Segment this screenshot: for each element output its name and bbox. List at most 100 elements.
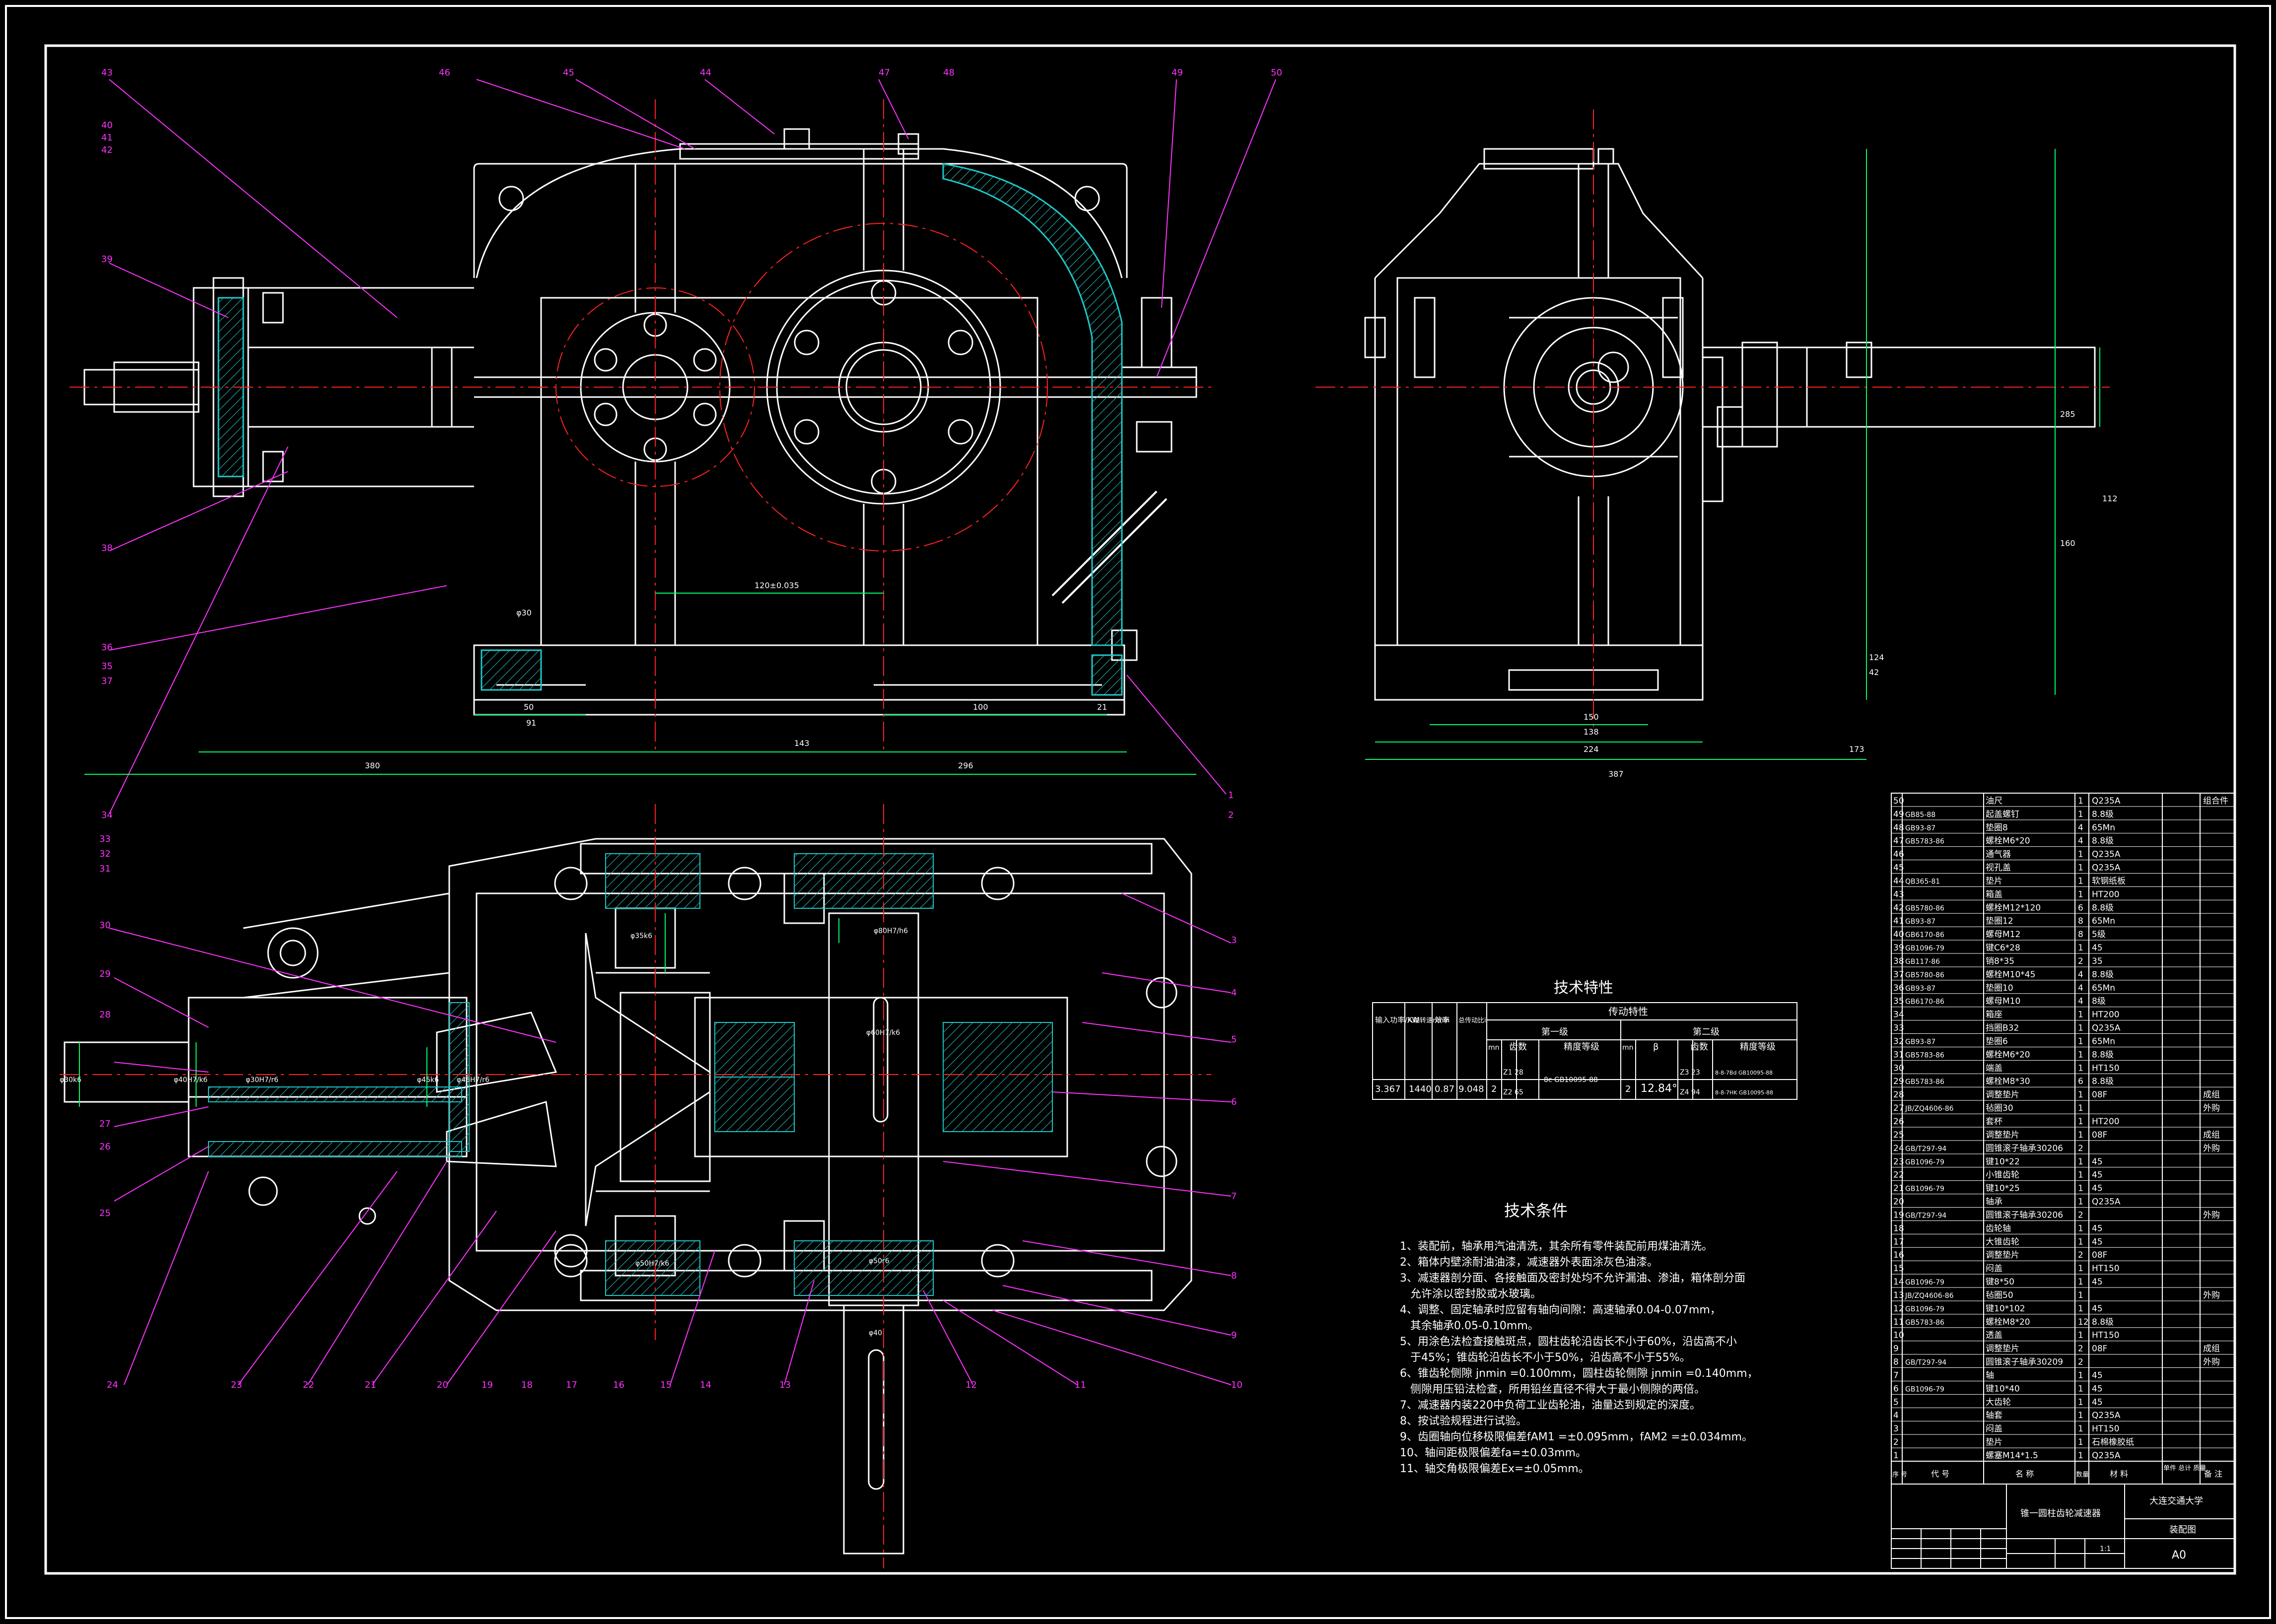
bom-cell-name: 销8*35 [1986,956,2014,966]
balloon-32: 32 [99,849,111,859]
bom-cell-qty: 1 [2078,1117,2083,1127]
req-line-15: 11、轴交角极限偏差Ex=±0.05mm。 [1400,1463,1589,1475]
dimension-lines [79,149,2100,1107]
bom-cell-qty: 1 [2078,1023,2083,1033]
req-line-13: 9、齿圈轴向位移极限偏差fAM1 =±0.095mm，fAM2 =±0.034m… [1400,1431,1753,1443]
bom-cell-no: 12 [1893,1304,1904,1314]
balloon-30: 30 [99,920,111,931]
val-z3: Z3 23 [1680,1069,1700,1077]
dimension-texts: 380 143 296 50 120±0.035 φ30 91 100 21 2… [60,409,2118,1337]
bom-cell-code: JB/ZQ4606-86 [1905,1105,1954,1113]
bom-cell-no: 35 [1893,997,1904,1007]
bom-cell-code: GB1096-79 [1905,1305,1944,1313]
bom-cell-name: 键10*25 [1986,1184,2020,1194]
balloon-11: 11 [1075,1380,1086,1390]
bom-cell-mat: 08F [2092,1250,2107,1260]
bom-cell-no: 39 [1893,943,1904,953]
bom-cell-mat: 45 [2092,1304,2103,1314]
bom-cell-code: GB5780-86 [1905,971,1944,979]
bom-cell-no: 16 [1893,1250,1904,1260]
bom-cell-mat: Q235A [2092,850,2121,860]
bom-cell-no: 5 [1893,1397,1899,1407]
bom-cell-code: GB93-87 [1905,1038,1935,1046]
tech-char-title: 技术特性 [1554,979,1613,997]
bom-cell-code: GB1096-79 [1905,1385,1944,1393]
bom-cell-mat: HT150 [2092,1424,2120,1434]
bom-cell-no: 42 [1893,903,1904,913]
balloon-12: 12 [966,1380,977,1390]
bom-cell-name: 垫片 [1986,876,2002,886]
bom-cell-qty: 2 [2078,1357,2083,1367]
bom-cell-mat: 08F [2092,1130,2107,1140]
h-power: 输入功率/KW [1375,1015,1419,1024]
bom-cell-mat: HT200 [2092,889,2120,899]
dim-296: 296 [958,761,973,770]
bom-cell-mat: 8.8级 [2092,970,2114,980]
bom-cell-qty: 1 [2078,1411,2083,1421]
bom-cell-name: 圆锥滚子轴承30209 [1986,1357,2063,1367]
bom-cell-qty: 1 [2078,1103,2083,1113]
bom-cell-mat: Q235A [2092,796,2121,806]
bom-h-qty: 数量 [2076,1471,2089,1479]
bom-cell-name: 螺母M12 [1986,930,2020,940]
bom-cell-no: 50 [1893,796,1904,806]
bom-cell-mat: 08F [2092,1090,2107,1100]
bom-cell-qty: 1 [2078,1237,2083,1247]
balloon-26: 26 [99,1142,111,1152]
balloon-33: 33 [99,834,111,844]
fit-6: φ60H7/k6 [866,1029,900,1037]
bom-cell-mat: 65Mn [2092,916,2115,926]
bom-cell-no: 28 [1893,1090,1904,1100]
bom-cell-name: 套杯 [1986,1117,2002,1127]
bom-cell-code: JB/ZQ4606-86 [1905,1292,1954,1300]
balloon-42: 42 [101,145,113,155]
bom-cell-mat: HT150 [2092,1264,2120,1274]
bom-cell-name: 键10*102 [1986,1304,2025,1314]
bom-cell-qty: 4 [2078,983,2083,993]
dim-150: 150 [1584,712,1599,722]
bom-cell-no: 37 [1893,970,1904,980]
bom-cell-code: GB6170-86 [1905,931,1944,939]
balloon-27: 27 [99,1119,111,1129]
bom-cell-no: 40 [1893,930,1904,940]
bom-cell-code: GB93-87 [1905,918,1935,926]
bom-cell-name: 螺塞M14*1.5 [1986,1451,2038,1461]
front-center-lines [69,99,1211,754]
bom-cell-mat: 45 [2092,1157,2103,1167]
sheet-size: A0 [2172,1549,2186,1561]
bom-cell-no: 46 [1893,850,1904,860]
bom-cell-name: 垫圈8 [1986,823,2008,833]
req-line-5: 4、调整、固定轴承时应留有轴向间隙：高速轴承0.04-0.07mm， [1400,1304,1721,1316]
bom-cell-mat: 8.8级 [2092,1077,2114,1086]
balloon-1: 1 [1228,790,1234,801]
val-z4: Z4 94 [1680,1088,1700,1096]
bom-cell-no: 21 [1893,1184,1904,1194]
bom-cell-name: 螺栓M10*45 [1986,970,2035,980]
bom-cell-name: 视孔盖 [1986,863,2011,873]
bom-cell-name: 通气器 [1986,850,2011,860]
bom-cell-name: 键C6*28 [1986,943,2020,953]
h-speed: 入轴转速r/min [1407,1017,1449,1024]
bom-cell-name: 闷盖 [1986,1264,2002,1274]
balloon-40: 40 [101,120,113,131]
val-grade1: 8c GB10095-88 [1544,1076,1598,1084]
bom-cell-qty: 1 [2078,863,2083,873]
dim-21: 21 [1097,702,1107,712]
bom-cell-name: 螺栓M12*120 [1986,903,2041,913]
balloon-35: 35 [101,661,113,672]
bom-cell-no: 34 [1893,1010,1904,1020]
balloon-29: 29 [99,969,111,979]
bom-cell-note: 成组 [2203,1130,2220,1140]
bom-cell-qty: 1 [2078,1184,2083,1194]
val-grade3: 8-8-7Bd GB10095-88 [1715,1070,1773,1076]
bom-cell-note: 成组 [2203,1344,2220,1354]
req-line-14: 10、轴间距极限偏差fa=±0.03mm。 [1400,1447,1586,1459]
balloon-34: 34 [101,810,113,820]
bom-cell-no: 9 [1893,1344,1899,1354]
bom-cell-name: 轴承 [1986,1197,2002,1207]
balloon-28: 28 [99,1010,111,1020]
bom-cell-code: GB93-87 [1905,985,1935,993]
bom-cell-name: 箱座 [1986,1010,2002,1020]
